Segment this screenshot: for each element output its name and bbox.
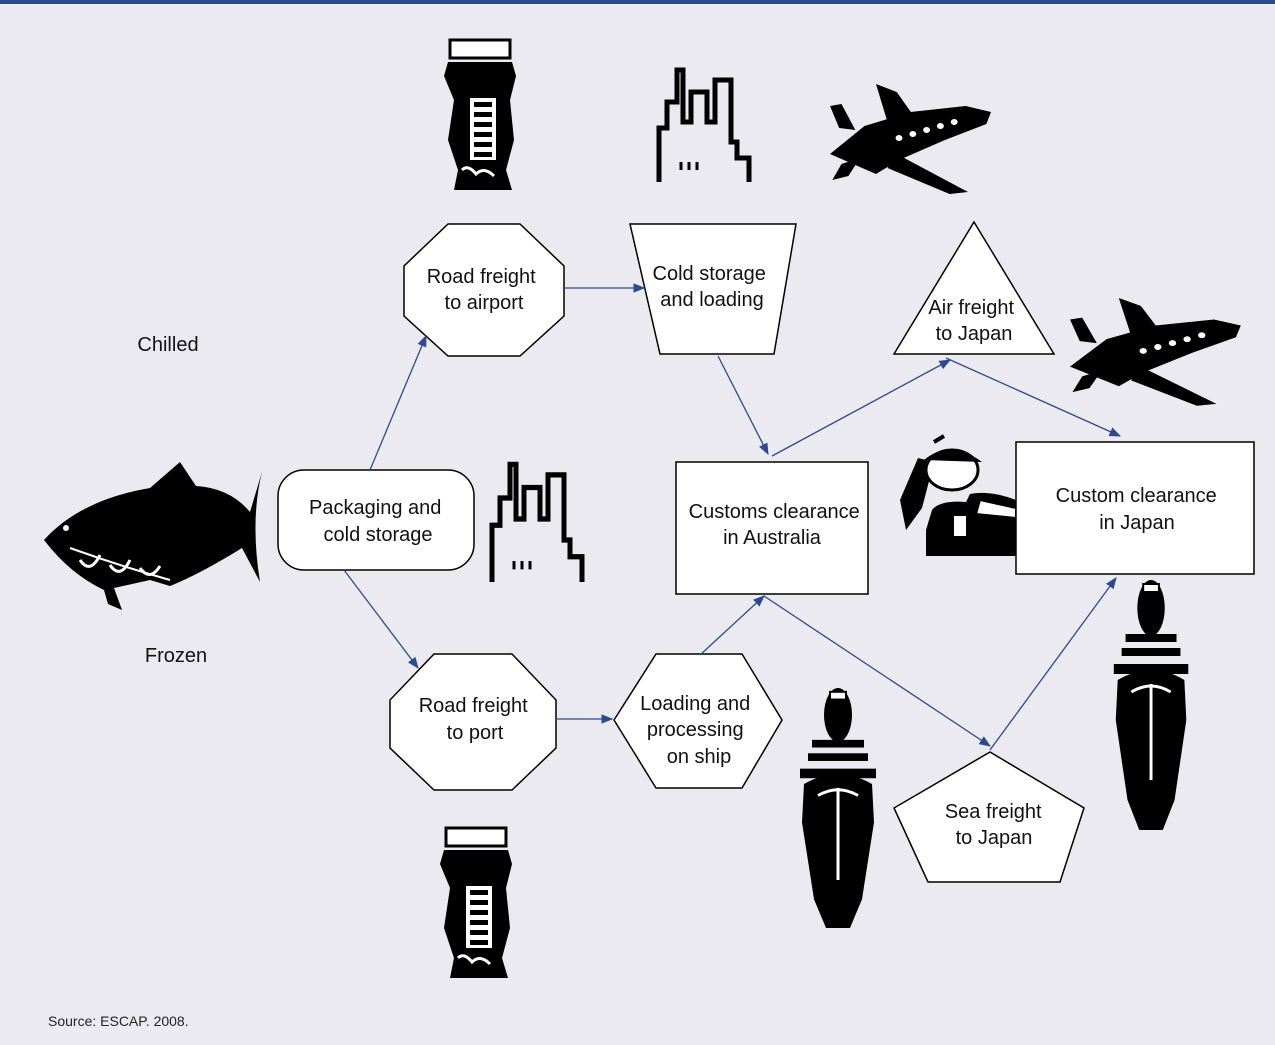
ship-icon xyxy=(1112,578,1190,832)
customs-japan-node xyxy=(1015,441,1255,575)
loading-ship-node xyxy=(613,653,783,789)
road-port-node xyxy=(389,653,557,791)
cold-storage-node xyxy=(629,223,797,355)
loading-ship-label: Loading and processing on ship xyxy=(640,693,756,768)
flow-arrows xyxy=(343,283,1122,751)
chilled-label: Chilled xyxy=(137,334,198,356)
customs-australia-label: Customs clearance in Australia xyxy=(689,501,866,549)
arrow xyxy=(717,355,769,456)
ship-icon xyxy=(798,686,878,930)
arrow xyxy=(945,357,1122,437)
customs-australia-node xyxy=(675,461,869,595)
frozen-label: Frozen xyxy=(145,645,207,667)
top-rule xyxy=(0,0,1275,4)
customs-officer-icon xyxy=(900,434,1017,556)
cold-storage-label: Cold storage and loading xyxy=(653,263,772,311)
sea-freight-label: Sea freight to Japan xyxy=(945,801,1047,849)
road-airport-label: Road freight to airport xyxy=(427,266,542,314)
arrow xyxy=(989,577,1117,751)
truck-icon xyxy=(442,38,518,192)
arrow xyxy=(343,569,419,669)
packaging-node xyxy=(277,469,475,571)
arrow xyxy=(771,359,952,457)
air-freight-label: Air freight to Japan xyxy=(928,297,1019,345)
road-port-label: Road freight to port xyxy=(419,695,534,744)
packaging-label: Packaging and cold storage xyxy=(309,497,447,546)
airplane-icon xyxy=(1070,298,1241,406)
road-airport-node xyxy=(403,223,565,357)
air-freight-node xyxy=(892,220,1056,355)
arrow xyxy=(763,595,991,747)
tuna-icon xyxy=(44,462,262,610)
customs-japan-label: Custom clearance in Japan xyxy=(1056,485,1223,534)
arrow xyxy=(369,334,427,471)
airplane-icon xyxy=(830,84,991,194)
arrow xyxy=(699,595,765,656)
truck-icon xyxy=(438,826,514,980)
sea-freight-node xyxy=(893,751,1085,883)
source-note: Source: ESCAP. 2008. xyxy=(48,1013,189,1029)
factory-icon xyxy=(492,464,582,582)
factory-icon xyxy=(659,70,749,182)
